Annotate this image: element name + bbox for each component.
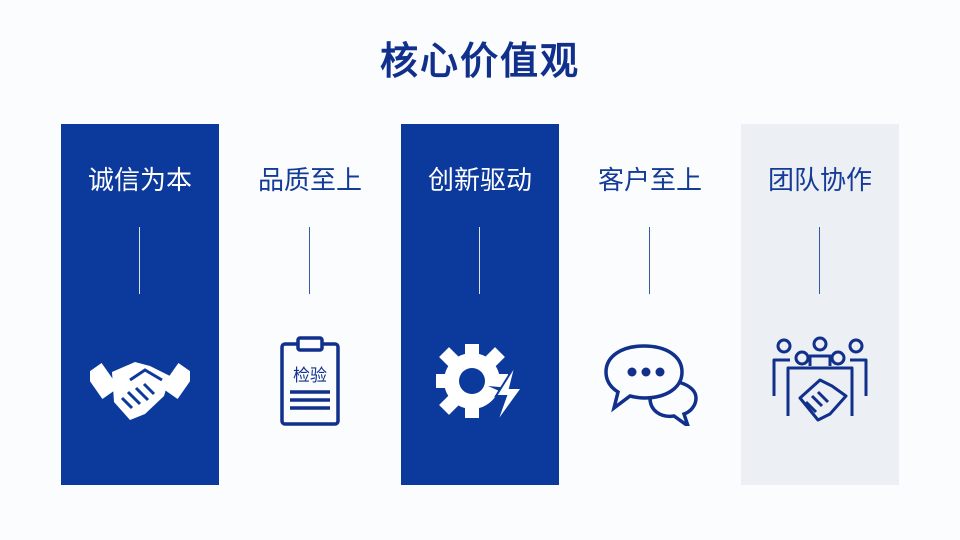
card-label: 团队协作 [767,166,872,196]
icon-text: 检验 [293,366,327,386]
card-label: 品质至上 [257,166,362,196]
divider [649,227,650,294]
value-card-teamwork: 团队协作 [741,124,899,485]
card-label: 客户至上 [597,166,702,196]
divider [819,227,820,294]
value-card-integrity: 诚信为本 [61,124,219,485]
gear-lightning-icon [436,344,524,425]
value-card-innovation: 创新驱动 [401,124,559,485]
handshake-icon [90,362,190,420]
chat-bubbles-icon [604,344,698,426]
card-label: 诚信为本 [87,166,192,196]
page-title: 核心价值观 [379,39,580,83]
team-handshake-icon [772,336,868,422]
divider [479,227,480,294]
value-card-quality: 品质至上 检验 [231,124,389,485]
divider [309,227,310,294]
value-card-customer: 客户至上 [571,124,729,485]
clipboard-inspection-icon: 检验 [280,336,340,426]
divider [139,227,140,294]
card-label: 创新驱动 [427,166,532,196]
